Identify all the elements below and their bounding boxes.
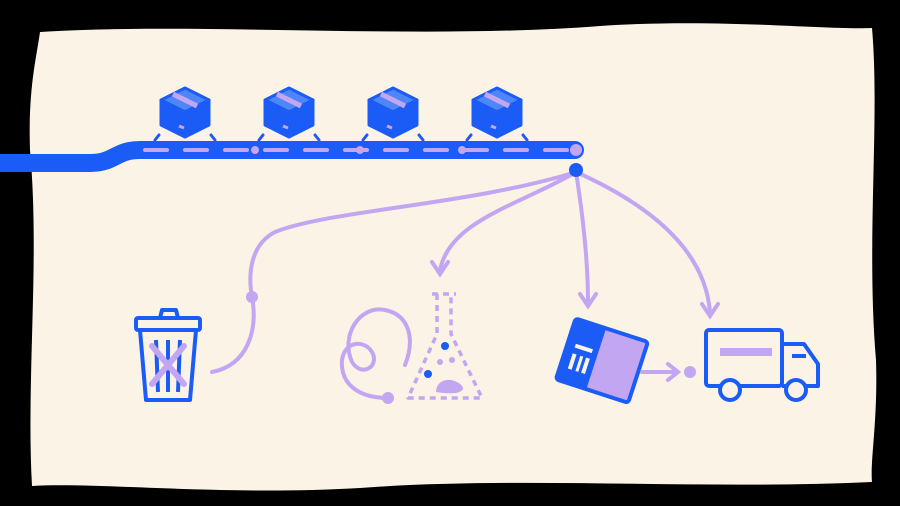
trash-can-icon: [134, 308, 202, 402]
delivery-truck-icon: [704, 328, 820, 402]
paper-background: [29, 23, 877, 491]
path-to-truck: [574, 170, 712, 314]
arrowhead-package: [578, 292, 598, 310]
package-box-icon: [153, 86, 217, 142]
conveyor-belt: [0, 141, 584, 172]
path-to-trash: [210, 170, 578, 374]
belt-roller: [251, 146, 259, 154]
package-box-icon: [257, 86, 321, 142]
belt-end-roller: [570, 144, 582, 156]
shipping-box-icon: [554, 317, 650, 405]
path-to-package: [574, 170, 590, 304]
lab-loop: [339, 307, 412, 404]
belt-roller: [458, 146, 466, 154]
path-node-trash: [246, 291, 258, 303]
junction-node: [569, 163, 583, 177]
package-box-icon: [361, 86, 425, 142]
belt-roller: [356, 146, 364, 154]
path-to-lab: [438, 170, 578, 272]
distribution-paths: [210, 163, 720, 374]
arrowhead-lab: [430, 260, 450, 278]
package-box-icon: [465, 86, 529, 142]
conveyor-boxes: [153, 86, 529, 142]
handoff-arrow: [640, 362, 696, 382]
lab-flask-icon: [406, 292, 484, 400]
arrowhead-truck: [700, 302, 720, 320]
